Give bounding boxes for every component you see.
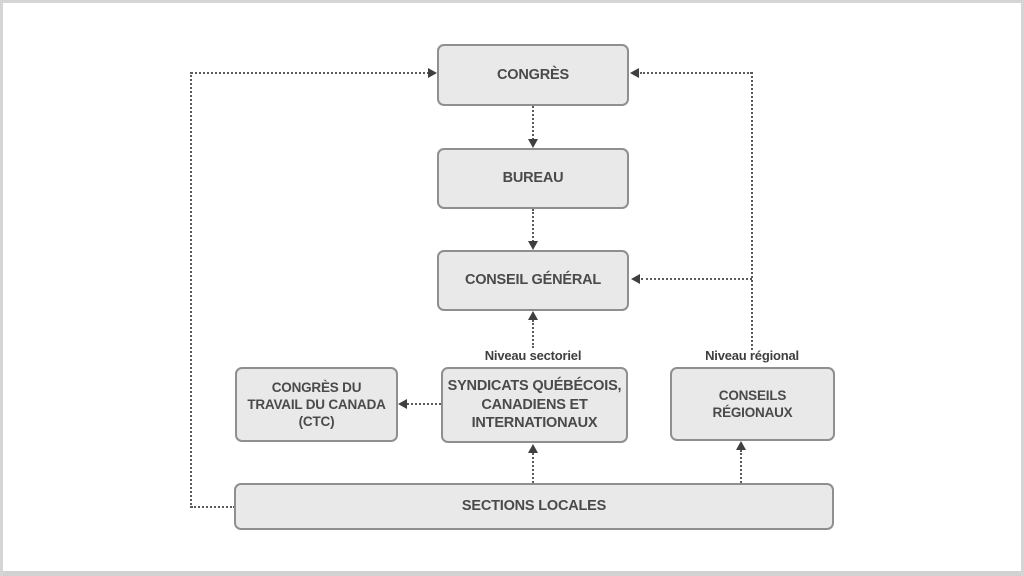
connector-left-vertical	[190, 72, 192, 508]
arrowhead-into-conseil	[528, 241, 538, 250]
connector-right-to-conseil	[641, 278, 752, 280]
label-niveau-sectoriel: Niveau sectoriel	[484, 348, 582, 363]
connector-syndicats-conseil	[532, 320, 534, 348]
connector-left-to-congres	[191, 72, 429, 74]
node-syndicats: SYNDICATS QUÉBÉCOIS, CANADIENS ET INTERN…	[441, 367, 628, 443]
connector-sections-regionaux	[740, 450, 742, 483]
connector-syndicats-ctc	[407, 403, 441, 405]
page-edge-top	[0, 0, 1024, 3]
page-edge-bottom	[0, 571, 1024, 576]
node-congres: CONGRÈS	[437, 44, 629, 106]
arrowhead-into-ctc	[398, 399, 407, 409]
node-bureau: BUREAU	[437, 148, 629, 209]
connector-left-to-sections	[191, 506, 235, 508]
arrowhead-into-syndicats	[528, 444, 538, 453]
node-ctc: CONGRÈS DU TRAVAIL DU CANADA (CTC)	[235, 367, 398, 442]
page-edge-left	[0, 0, 3, 576]
page-edge-right	[1021, 0, 1024, 576]
node-sections-locales: SECTIONS LOCALES	[234, 483, 834, 530]
connector-right-to-congres	[640, 72, 752, 74]
connector-right-vertical	[751, 72, 753, 350]
arrowhead-into-bureau	[528, 139, 538, 148]
label-niveau-regional: Niveau régional	[705, 348, 799, 363]
arrowhead-into-congres-right	[630, 68, 639, 78]
node-conseil-general: CONSEIL GÉNÉRAL	[437, 250, 629, 311]
arrowhead-into-regionaux	[736, 441, 746, 450]
node-conseils-regionaux: CONSEILS RÉGIONAUX	[670, 367, 835, 441]
connector-congres-bureau	[532, 106, 534, 140]
connector-sections-syndicats	[532, 453, 534, 483]
arrowhead-into-conseil-bottom	[528, 311, 538, 320]
arrowhead-into-conseil-right	[631, 274, 640, 284]
arrowhead-into-congres-left	[428, 68, 437, 78]
connector-bureau-conseil	[532, 209, 534, 242]
